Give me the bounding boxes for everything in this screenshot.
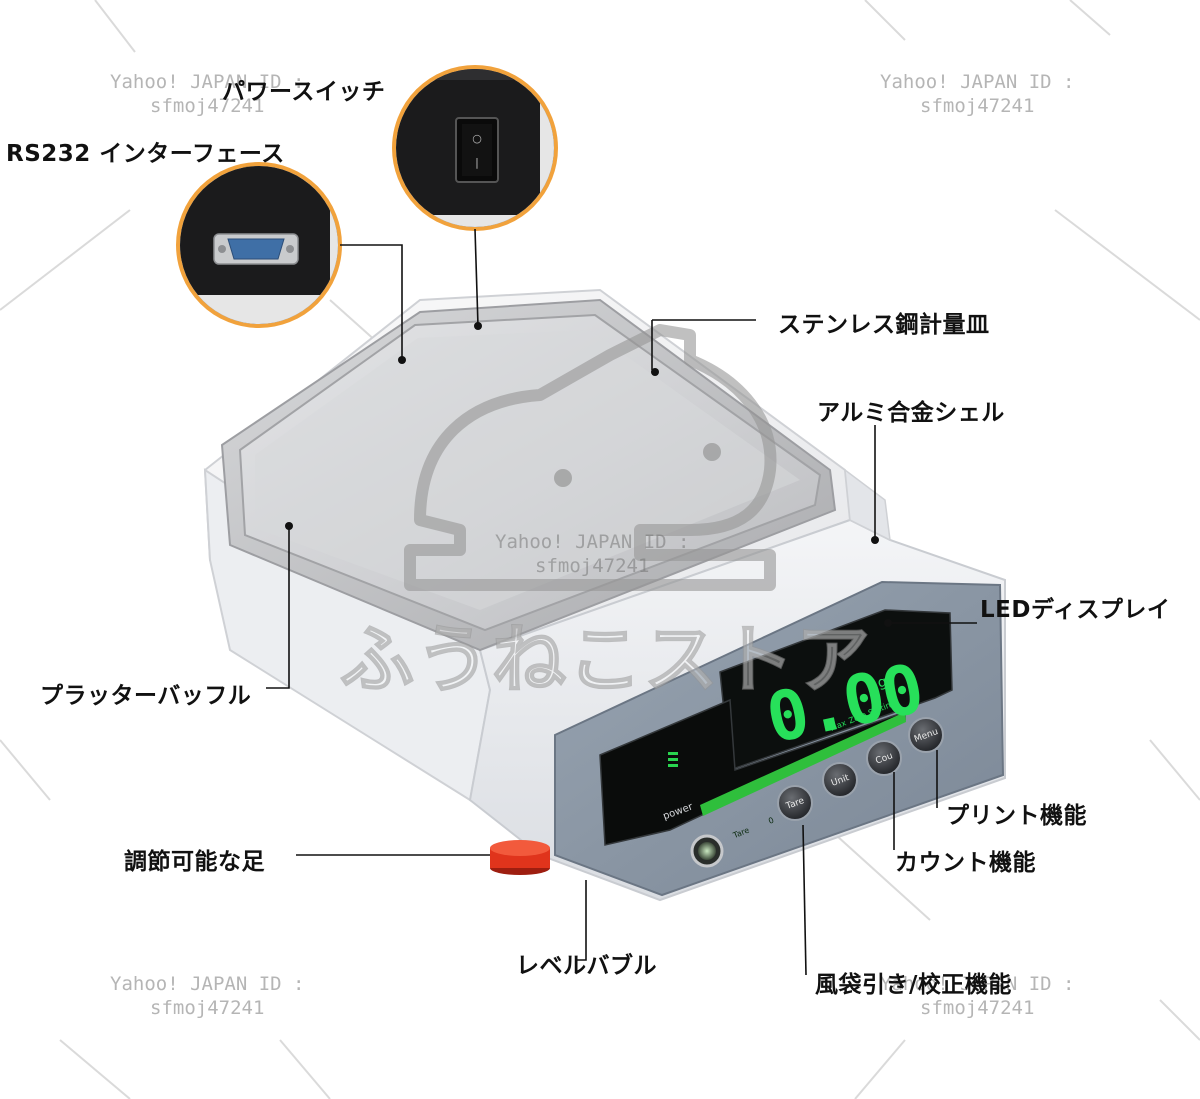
svg-text:○: ○ [472, 132, 482, 145]
callout-print-function: プリント機能 [946, 803, 1087, 829]
button-cou[interactable] [866, 740, 902, 776]
watermark-bottom-right: Yahoo! JAPAN ID :sfmoj47241 [880, 973, 1075, 1019]
callout-count-function: カウント機能 [895, 850, 1036, 876]
callout-tare-calibration: 風袋引き/校正機能 [815, 972, 1012, 998]
display-unit: g [876, 674, 888, 691]
power-switch-zoom: ○ | [392, 65, 558, 231]
callout-rs232: RS232 インターフェース [6, 141, 285, 167]
status-bar [700, 712, 906, 816]
button-unit[interactable] [822, 762, 858, 798]
callout-shell: アルミ合金シェル [817, 400, 1005, 426]
callout-led-display: LEDディスプレイ [980, 597, 1171, 623]
callout-power-switch: パワースイッチ [222, 79, 386, 105]
watermark-center: Yahoo! JAPAN ID :sfmoj47241 [495, 531, 690, 577]
db9-connector-icon [213, 233, 299, 265]
display-zero-label: 0 [767, 816, 775, 826]
watermark-top-right: Yahoo! JAPAN ID :sfmoj47241 [880, 71, 1075, 117]
scale-right-side [844, 468, 891, 542]
adjustable-foot-icon [490, 840, 550, 875]
leader-lines [266, 228, 977, 976]
store-watermark: ふうねこストア [339, 616, 872, 704]
leader-dots [285, 322, 892, 627]
callout-splatter-baffle: プラッターバッフル [40, 683, 252, 709]
button-menu[interactable] [908, 717, 944, 753]
callout-pan: ステンレス鋼計量皿 [778, 312, 990, 338]
button-tare[interactable] [777, 785, 813, 821]
store-logo-watermark [404, 324, 777, 591]
svg-text:|: | [475, 156, 479, 169]
rs232-zoom [176, 162, 342, 328]
callout-level-bubble: レベルバブル [516, 953, 657, 979]
watermark-bottom-left: Yahoo! JAPAN ID :sfmoj47241 [110, 973, 305, 1019]
indicator-bars [668, 752, 678, 767]
watermark-top-left: Yahoo! JAPAN ID :sfmoj47241 [110, 71, 305, 117]
callout-adjustable-feet: 調節可能な足 [124, 849, 265, 875]
